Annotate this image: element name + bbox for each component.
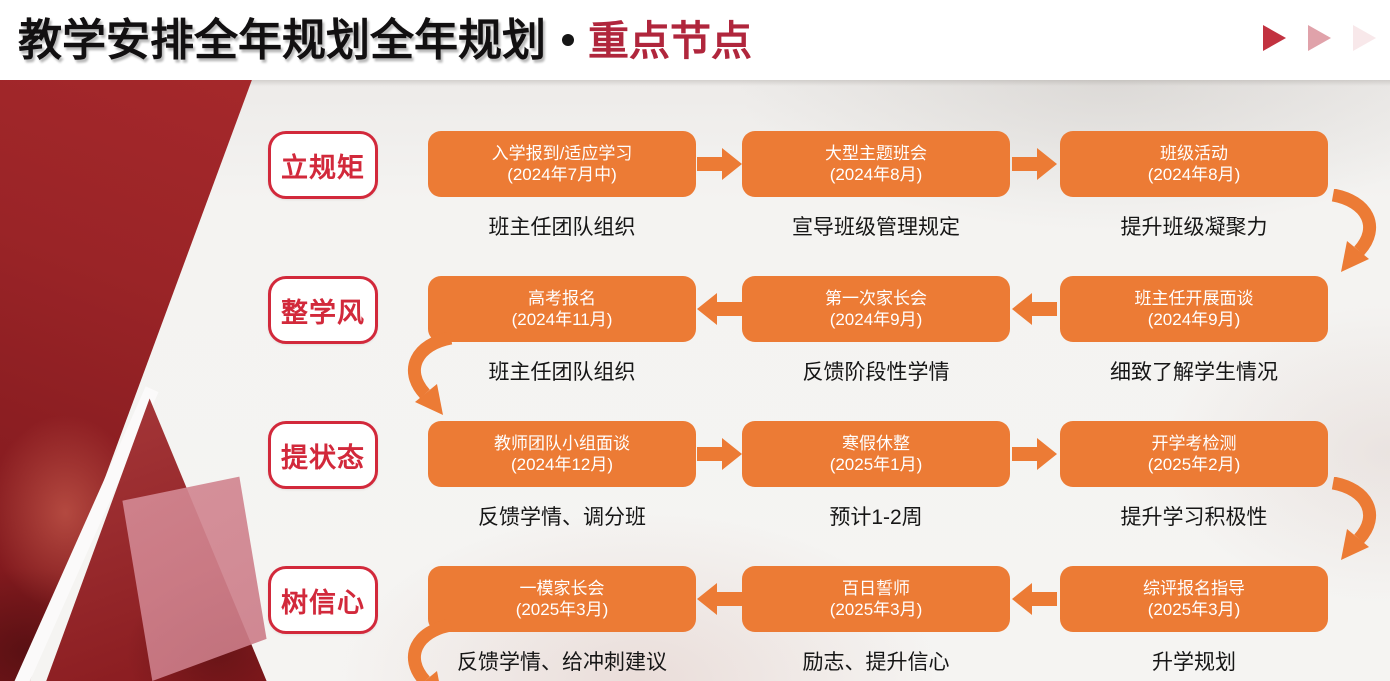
milestone-date: (2025年3月) (1147, 600, 1241, 619)
milestone-date: (2025年1月) (829, 455, 923, 474)
milestone-caption: 反馈学情、给冲刺建议 (457, 651, 667, 674)
milestone-caption: 宣导班级管理规定 (792, 216, 960, 239)
title-separator-dot-icon (562, 34, 574, 46)
milestone-title: 班级活动 (1160, 143, 1228, 163)
milestone-date: (2025年3月) (515, 600, 609, 619)
phase-label: 提状态 (281, 442, 365, 473)
milestone-caption: 提升学习积极性 (1120, 506, 1268, 529)
timeline-row: 提状态 教师团队小组面谈 (2024年12月) 反馈学情、调分班 寒假休整 (2… (0, 421, 1390, 539)
flow-arrow-right-icon (697, 148, 742, 180)
curved-down-arrow-icon (1331, 477, 1377, 560)
timeline-row: 整学风 高考报名 (2024年11月) 班主任团队组织 第一次家长会 (2024… (0, 276, 1390, 394)
title-main: 教学安排全年规划全年规划 (18, 16, 546, 65)
milestone-box: 入学报到/适应学习 (2024年7月中) (428, 131, 696, 197)
curved-down-arrow-icon (407, 619, 453, 681)
milestone-step: 高考报名 (2024年11月) 班主任团队组织 (428, 276, 696, 384)
milestone-title: 综评报名指导 (1143, 578, 1245, 598)
milestone-caption: 反馈学情、调分班 (478, 506, 646, 529)
flow-arrow-left-icon (697, 293, 742, 325)
milestone-box: 高考报名 (2024年11月) (428, 276, 696, 342)
milestone-caption: 班主任团队组织 (488, 216, 636, 239)
milestone-date: (2024年11月) (511, 310, 613, 329)
milestone-step: 一模家长会 (2025年3月) 反馈学情、给冲刺建议 (428, 566, 696, 674)
milestone-step: 开学考检测 (2025年2月) 提升学习积极性 (1060, 421, 1328, 529)
teacher-photo-collage (0, 80, 272, 681)
milestone-date: (2024年8月) (1147, 165, 1241, 184)
milestone-step: 大型主题班会 (2024年8月) 宣导班级管理规定 (742, 131, 1010, 239)
flow-arrow-left-icon (1012, 583, 1057, 615)
milestone-step: 百日誓师 (2025年3月) 励志、提升信心 (742, 566, 1010, 674)
milestone-title: 大型主题班会 (825, 143, 927, 163)
milestone-date: (2024年9月) (829, 310, 923, 329)
milestone-box: 寒假休整 (2025年1月) (742, 421, 1010, 487)
milestone-caption: 反馈阶段性学情 (802, 361, 950, 384)
milestone-date: (2024年7月中) (507, 165, 617, 184)
milestone-title: 第一次家长会 (825, 288, 927, 308)
milestone-title: 开学考检测 (1151, 433, 1237, 453)
phase-pill: 提状态 (268, 421, 378, 489)
milestone-box: 第一次家长会 (2024年9月) (742, 276, 1010, 342)
milestone-step: 班主任开展面谈 (2024年9月) 细致了解学生情况 (1060, 276, 1328, 384)
milestone-step: 第一次家长会 (2024年9月) 反馈阶段性学情 (742, 276, 1010, 384)
milestone-step: 班级活动 (2024年8月) 提升班级凝聚力 (1060, 131, 1328, 239)
milestone-step: 寒假休整 (2025年1月) 预计1-2周 (742, 421, 1010, 529)
flow-arrow-right-icon (1012, 148, 1057, 180)
timeline-row: 树信心 一模家长会 (2025年3月) 反馈学情、给冲刺建议 百日誓师 (202… (0, 566, 1390, 681)
flow-arrow-right-icon (697, 438, 742, 470)
milestone-box: 一模家长会 (2025年3月) (428, 566, 696, 632)
milestone-caption: 细致了解学生情况 (1110, 361, 1278, 384)
play-triangle-icon (1353, 25, 1376, 51)
milestone-title: 高考报名 (528, 288, 596, 308)
curved-down-arrow-icon (407, 332, 453, 415)
milestone-title: 一模家长会 (519, 578, 605, 598)
milestone-step: 入学报到/适应学习 (2024年7月中) 班主任团队组织 (428, 131, 696, 239)
milestone-title: 班主任开展面谈 (1134, 288, 1254, 308)
milestone-date: (2025年2月) (1147, 455, 1241, 474)
curved-down-arrow-icon (1331, 189, 1377, 272)
milestone-box: 班级活动 (2024年8月) (1060, 131, 1328, 197)
milestone-caption: 升学规划 (1152, 651, 1236, 674)
milestone-date: (2024年9月) (1147, 310, 1241, 329)
milestone-box: 班主任开展面谈 (2024年9月) (1060, 276, 1328, 342)
milestone-step: 教师团队小组面谈 (2024年12月) 反馈学情、调分班 (428, 421, 696, 529)
page-title: 教学安排全年规划全年规划重点节点 (18, 4, 752, 68)
phase-pill: 立规矩 (268, 131, 378, 199)
milestone-caption: 班主任团队组织 (488, 361, 636, 384)
phase-pill: 树信心 (268, 566, 378, 634)
phase-label: 整学风 (281, 297, 365, 328)
milestone-box: 教师团队小组面谈 (2024年12月) (428, 421, 696, 487)
milestone-caption: 提升班级凝聚力 (1120, 216, 1268, 239)
timeline-row: 立规矩 入学报到/适应学习 (2024年7月中) 班主任团队组织 大型主题班会 … (0, 131, 1390, 249)
flow-arrow-right-icon (1012, 438, 1057, 470)
milestone-title: 寒假休整 (842, 433, 910, 453)
milestone-box: 综评报名指导 (2025年3月) (1060, 566, 1328, 632)
phase-label: 立规矩 (281, 152, 365, 183)
flow-arrow-left-icon (697, 583, 742, 615)
milestone-date: (2024年8月) (829, 165, 923, 184)
milestone-title: 入学报到/适应学习 (491, 143, 633, 163)
slide-header: 教学安排全年规划全年规划重点节点 (0, 0, 1390, 80)
milestone-title: 百日誓师 (842, 578, 910, 598)
title-highlight: 重点节点 (588, 18, 752, 64)
phase-pill: 整学风 (268, 276, 378, 344)
milestone-caption: 励志、提升信心 (802, 651, 950, 674)
milestone-box: 开学考检测 (2025年2月) (1060, 421, 1328, 487)
phase-label: 树信心 (281, 587, 365, 618)
flow-arrow-left-icon (1012, 293, 1057, 325)
play-triangle-icon (1263, 25, 1286, 51)
milestone-step: 综评报名指导 (2025年3月) 升学规划 (1060, 566, 1328, 674)
milestone-date: (2025年3月) (829, 600, 923, 619)
milestone-box: 百日誓师 (2025年3月) (742, 566, 1010, 632)
milestone-title: 教师团队小组面谈 (494, 433, 630, 453)
milestone-caption: 预计1-2周 (829, 506, 923, 529)
milestone-box: 大型主题班会 (2024年8月) (742, 131, 1010, 197)
play-triangle-icon (1308, 25, 1331, 51)
decorative-triangle-group (1263, 25, 1376, 51)
milestone-date: (2024年12月) (510, 455, 614, 474)
